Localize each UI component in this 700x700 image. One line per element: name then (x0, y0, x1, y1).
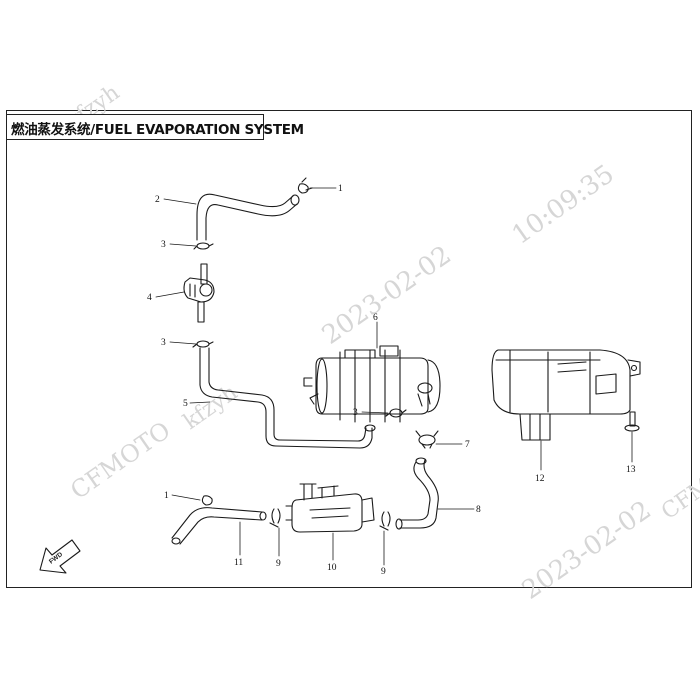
hose-clamp-top (297, 177, 313, 194)
diagram-title: 燃油蒸发系统/FUEL EVAPORATION SYSTEM (11, 122, 304, 138)
hose-clamp-left (269, 508, 281, 528)
canister-bracket (491, 349, 641, 441)
upper-vent-hose (196, 193, 300, 241)
purge-control-valve (285, 483, 375, 533)
spring-clamp (415, 430, 439, 449)
fwd-arrow-icon (39, 539, 81, 574)
callout-3-canister: 3 (353, 408, 358, 418)
hose-clamp-middle (192, 340, 214, 348)
callout-8: 8 (476, 505, 481, 515)
rollover-valve (183, 263, 215, 323)
purge-hose (395, 457, 439, 530)
hose-clamp-right (379, 511, 391, 531)
hose-clamp-canister (385, 408, 407, 418)
callout-6: 6 (373, 313, 378, 323)
charcoal-canister (303, 345, 441, 423)
hose-clamp-bottom (201, 495, 213, 506)
callout-2: 2 (155, 195, 160, 205)
callout-12: 12 (535, 474, 545, 484)
lower-vent-hose (171, 507, 267, 545)
watermark-date: 2023-02-02 (317, 240, 457, 351)
callout-13: 13 (626, 465, 636, 475)
callout-3-upper: 3 (161, 240, 166, 250)
title-box: 燃油蒸发系统/FUEL EVAPORATION SYSTEM (6, 114, 304, 140)
callout-9-left: 9 (276, 559, 281, 569)
watermark: kfzyh 2023-02-02 10:09:35 CFMOTO kfzyh 2… (61, 80, 700, 606)
leader-lines (155, 187, 633, 566)
callout-labels: 1 2 3 4 3 6 5 3 7 12 13 1 11 9 10 9 8 (147, 184, 636, 577)
callout-5: 5 (183, 399, 188, 409)
callout-9-right: 9 (381, 567, 386, 577)
callout-10: 10 (327, 563, 337, 573)
watermark-brand-2: CFMOTO (657, 444, 700, 525)
watermark-user-2: kfzyh (179, 380, 242, 435)
callout-7: 7 (465, 440, 470, 450)
long-vent-hose (199, 347, 376, 449)
callout-4: 4 (147, 293, 152, 303)
callout-3-middle: 3 (161, 338, 166, 348)
hose-clamp-upper (193, 242, 214, 250)
watermark-time: 10:09:35 (507, 159, 620, 251)
watermark-brand: CFMOTO (65, 416, 175, 505)
callout-11: 11 (234, 558, 243, 568)
watermark-date-2: 2023-02-02 (517, 495, 657, 606)
callout-1-top: 1 (338, 184, 343, 194)
callout-1-bottom: 1 (164, 491, 169, 501)
drawing-frame (6, 110, 692, 588)
bracket-screw (624, 411, 640, 432)
